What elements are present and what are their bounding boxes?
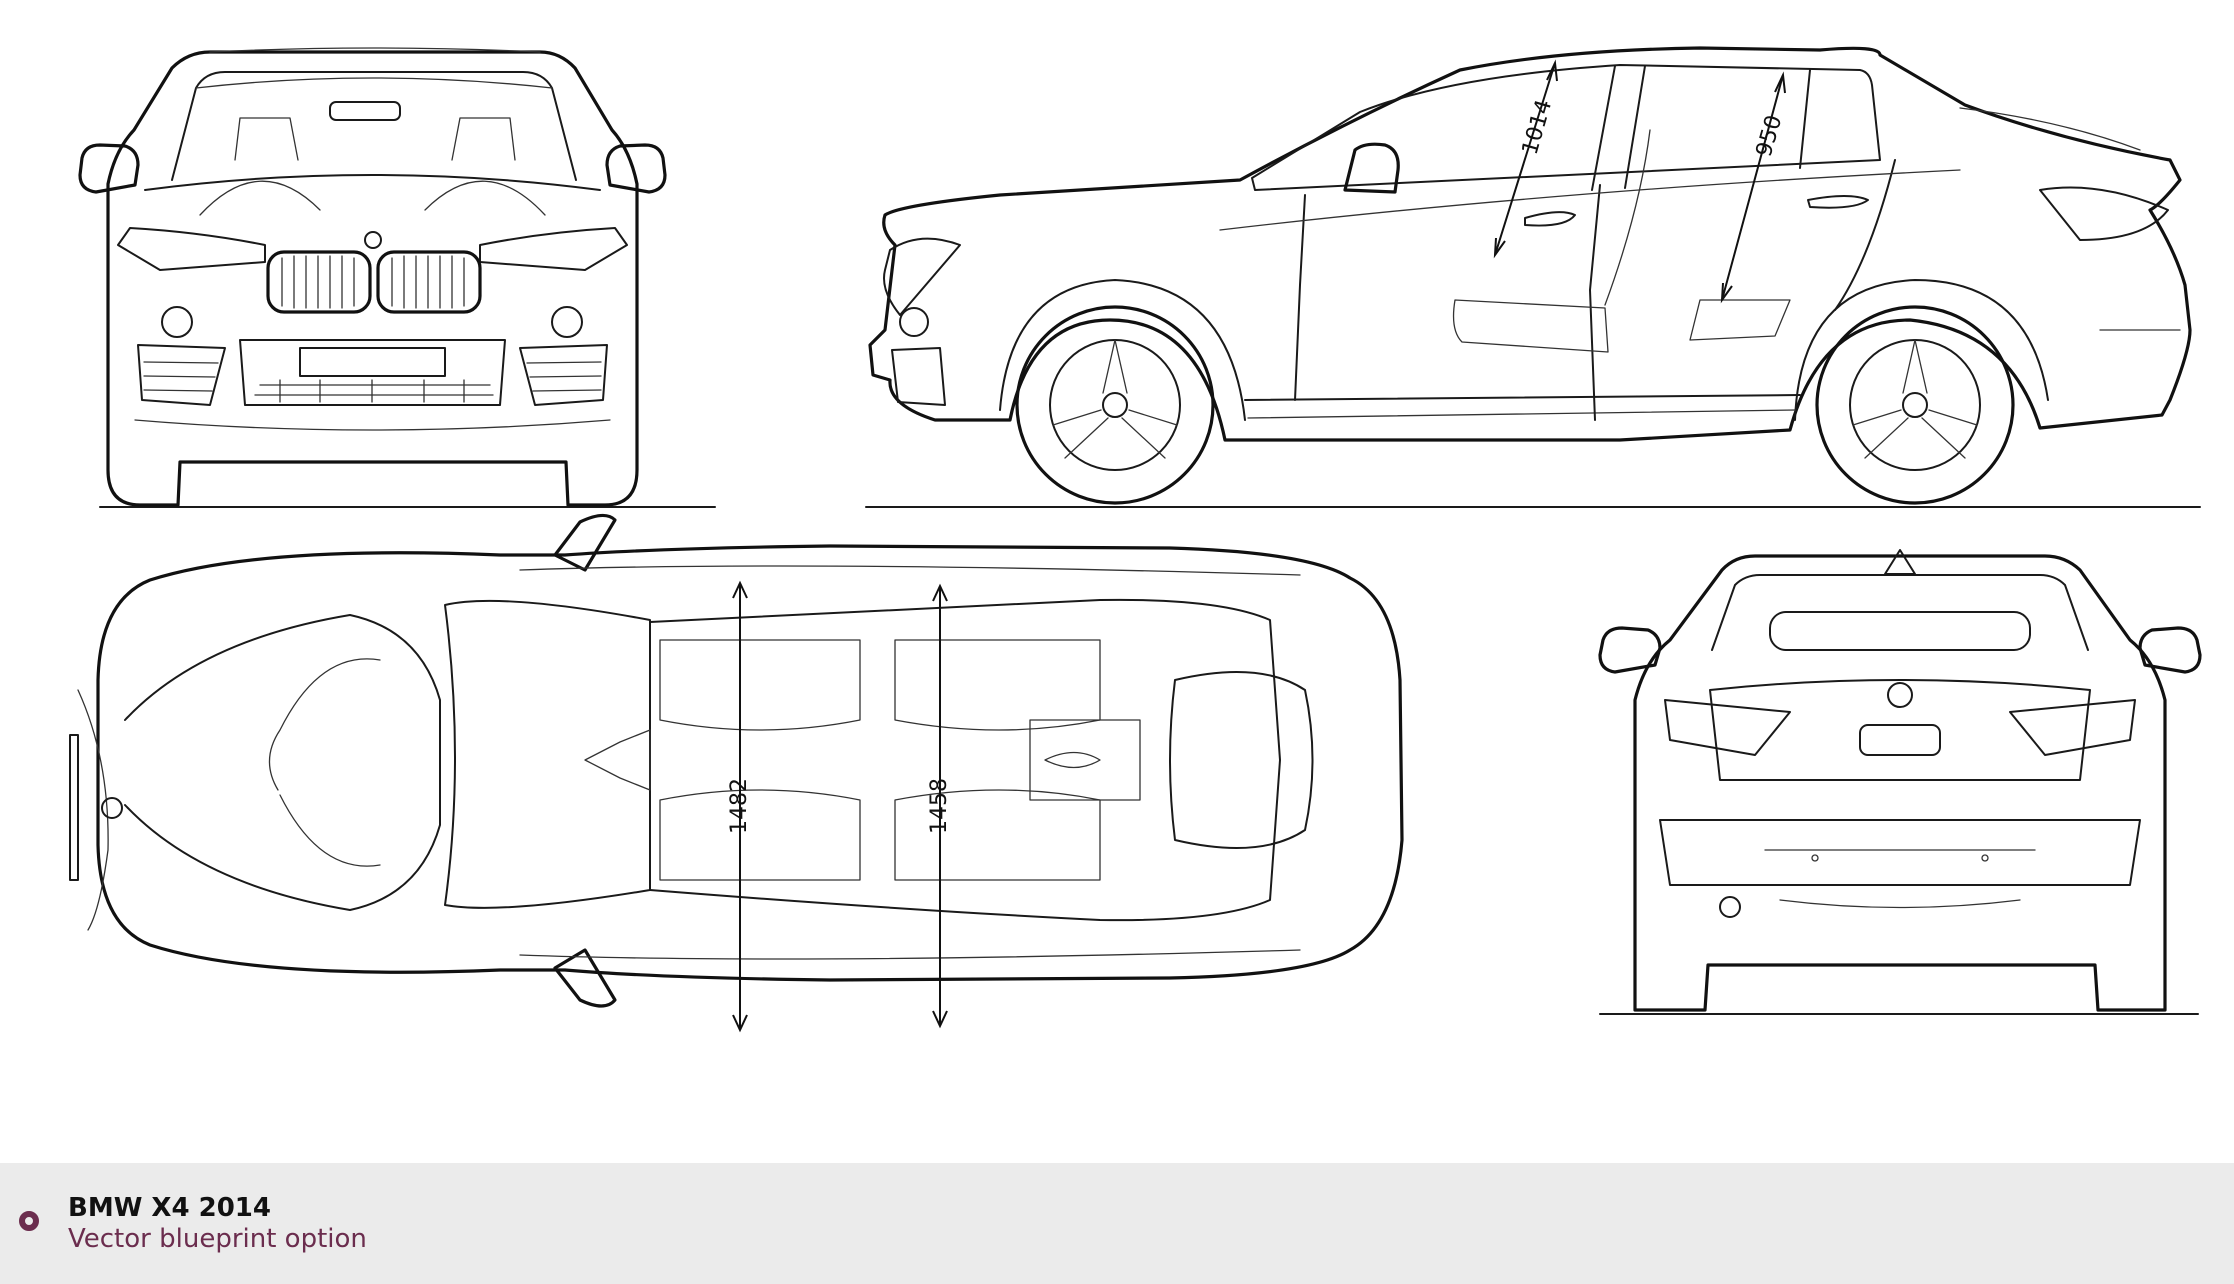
dimension-rear-headroom: 950 <box>1752 112 1788 159</box>
bmw-roundel-icon <box>101 797 123 819</box>
blueprint-subtitle: Vector blueprint option <box>68 1224 367 1254</box>
dimension-rear-width: 1458 <box>927 778 952 834</box>
ring-bullet-icon <box>19 1211 39 1231</box>
rear-view <box>1598 549 2202 1015</box>
dimension-front-headroom: 1014 <box>1518 97 1557 158</box>
footer-bar <box>0 1163 2234 1284</box>
bmw-roundel-icon <box>1887 682 1913 708</box>
side-view: 1014 950 <box>865 46 2201 508</box>
blueprint-drawing: 1014 950 <box>69 46 2202 1033</box>
blueprint-title: BMW X4 2014 <box>68 1193 271 1223</box>
bmw-roundel-icon <box>364 231 382 249</box>
dimension-front-width: 1482 <box>727 778 752 834</box>
top-view: 1482 1458 <box>69 513 1404 1033</box>
front-view <box>78 47 716 508</box>
